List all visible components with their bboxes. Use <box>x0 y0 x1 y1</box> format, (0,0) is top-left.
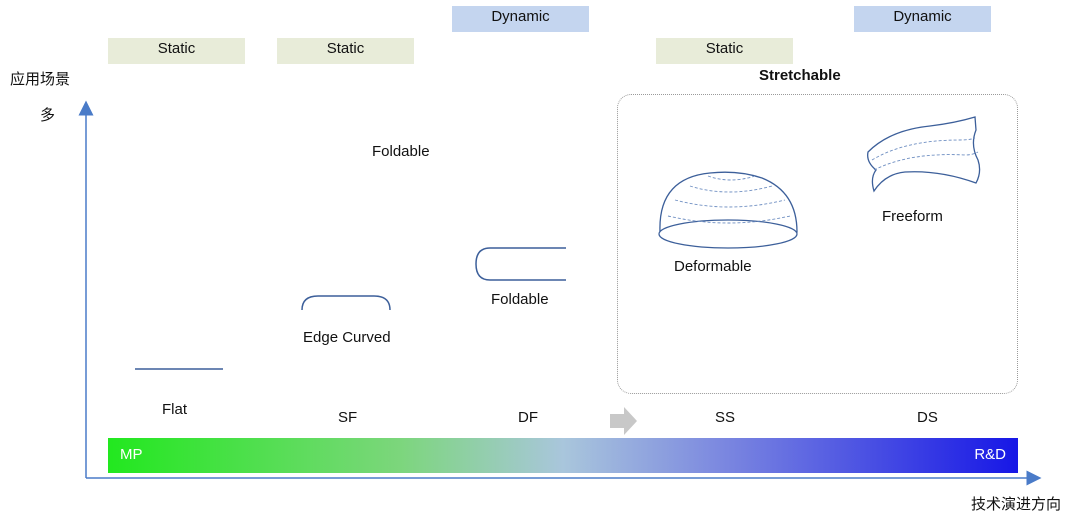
stage-df-label: DF <box>518 409 538 426</box>
stretchable-group-box <box>617 94 1018 394</box>
foldable-shape <box>475 247 566 281</box>
freeform-label: Freeform <box>882 208 943 225</box>
bar-left-label: MP <box>120 446 143 463</box>
bar-right-label: R&D <box>974 446 1006 463</box>
static-tag-ss: Static <box>656 38 793 64</box>
stage-ss-label: SS <box>715 409 736 426</box>
foldable-top-label: Foldable <box>372 143 430 160</box>
progression-arrow-icon <box>610 407 637 435</box>
stage-sf-label: SF <box>338 409 358 426</box>
stage-ds-label: DS <box>917 409 938 426</box>
static-tag-flat: Static <box>108 38 245 64</box>
x-axis-title: 技术演进方向 <box>971 496 1062 513</box>
static-tag-sf: Static <box>277 38 414 64</box>
y-axis-title: 应用场景 <box>10 71 71 88</box>
edge-curved-label: Edge Curved <box>303 329 391 346</box>
y-axis-top-label: 多 <box>40 107 56 124</box>
foldable-label: Foldable <box>491 291 549 308</box>
maturity-gradient-bar: MP R&D <box>108 438 1018 473</box>
stretchable-label: Stretchable <box>759 67 841 84</box>
flat-label: Flat <box>162 401 188 418</box>
freeform-shape <box>867 116 981 193</box>
dynamic-tag-df: Dynamic <box>452 6 589 32</box>
deformable-label: Deformable <box>674 258 752 275</box>
dynamic-tag-ds: Dynamic <box>854 6 991 32</box>
deformable-dome-shape <box>658 171 798 249</box>
edge-curved-shape <box>301 295 391 311</box>
